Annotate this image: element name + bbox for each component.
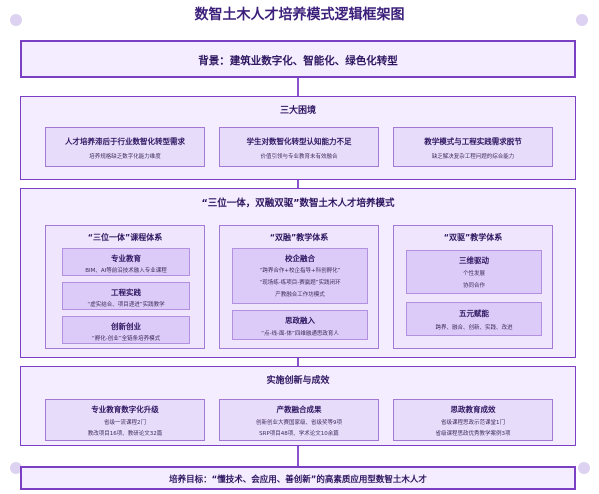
goal-box: 培养目标：“懂技术、会应用、善创新”的高素质应用型数智土木人才 — [20, 466, 576, 490]
sub-card-title: 工程实践 — [111, 288, 141, 297]
model-section: “三位一体，双融双驱”数智土木人才培养模式 “三位一体”课程体系 专业教育 BI… — [20, 188, 576, 358]
column-title: “双驱”教学体系 — [443, 233, 503, 242]
connector-line — [297, 446, 299, 466]
column-title: “双融”教学体系 — [269, 233, 329, 242]
dual-integration-column: “双融”教学体系 校企融合 “跨界合作+校企指导+科创孵化” “现场练-练项目-… — [219, 225, 379, 349]
connector-line — [297, 358, 299, 366]
outcome-line: 省级课程思政优秀教学案例3项 — [435, 431, 511, 437]
sub-card-line: “现场练-练项目-赛赢题”实践闭环 — [259, 280, 341, 286]
outcome-title: 思政教育成效 — [450, 405, 496, 414]
dilemma-title: 教学模式与工程实践需求脱节 — [424, 137, 522, 146]
sub-card: 校企融合 “跨界合作+校企指导+科创孵化” “现场练-练项目-赛赢题”实践闭环 … — [232, 248, 368, 304]
sub-card-title: 专业教育 — [111, 254, 141, 263]
dual-drive-column: “双驱”教学体系 三维驱动 个性发展 协同合作 五元赋能 跨界、融合、创新、实践… — [393, 225, 553, 349]
outcome-line: SRP项目48项、学术论文10余篇 — [259, 431, 339, 437]
dilemma-title: 人才培养滞后于行业数智化转型需求 — [65, 137, 185, 146]
sub-card-line: “点-线-面-体”四维融通思政育人 — [261, 331, 339, 337]
sub-card-line: “孵化-创业”全链条培养模式 — [91, 336, 161, 342]
dilemma-card: 人才培养滞后于行业数智化转型需求 培养规格缺乏数字化能力维度 — [45, 127, 205, 167]
dilemmas-heading: 三大困境 — [279, 106, 316, 116]
background-box: 背景：建筑业数字化、智能化、绿色化转型 — [20, 40, 576, 78]
sub-card-title: 校企融合 — [285, 254, 315, 263]
goal-text: 培养目标：“懂技术、会应用、善创新”的高素质应用型数智土木人才 — [169, 475, 427, 485]
outcome-line: 创新创业大赛国家级、省级奖等9项 — [255, 420, 342, 426]
sub-card-line: “跨界合作+校企指导+科创孵化” — [259, 268, 341, 274]
sub-card: 工程实践 “虚实结合、项目递进”实践教学 — [62, 282, 190, 310]
dilemma-desc: 价值引领与专业教育未有效融合 — [260, 154, 338, 160]
outcome-line: 教改项目16项、教研论文32篇 — [87, 431, 163, 437]
sub-card: 五元赋能 跨界、融合、创新、实践、改进 — [406, 302, 542, 336]
sub-card-line: 产教融合工作坊模式 — [275, 292, 325, 298]
outcome-line: 省级一流课程2门 — [104, 420, 146, 426]
page-title: 数智土木人才培养模式逻辑框架图 — [194, 7, 405, 23]
sub-card: 专业教育 BIM、AI等前沿技术融入专业课程 — [62, 248, 190, 276]
connector-line — [297, 180, 299, 188]
model-heading: “三位一体，双融双驱”数智土木人才培养模式 — [201, 198, 395, 209]
sub-card: 三维驱动 个性发展 协同合作 — [406, 250, 542, 294]
dilemma-desc: 培养规格缺乏数字化能力维度 — [89, 154, 161, 160]
outcome-title: 产教融合成果 — [276, 405, 322, 414]
decor-dot — [576, 14, 588, 26]
dilemma-card: 学生对数智化转型认知能力不足 价值引领与专业教育未有效融合 — [219, 127, 379, 167]
sub-card-line: BIM、AI等前沿技术融入专业课程 — [85, 268, 167, 274]
sub-card-line: 跨界、融合、创新、实践、改进 — [435, 325, 513, 331]
dilemma-desc: 缺乏解决复杂工程问题的综合能力 — [431, 154, 515, 160]
outcome-line: 省级课程思政示范课堂1门 — [440, 420, 505, 426]
sub-card-title: 思政融入 — [285, 316, 315, 325]
outcome-card: 产教融合成果 创新创业大赛国家级、省级奖等9项 SRP项目48项、学术论文10余… — [219, 399, 379, 441]
outcomes-heading: 实施创新与成效 — [266, 376, 330, 386]
connector-line — [297, 78, 299, 96]
decor-dot — [578, 462, 590, 474]
sub-card: 思政融入 “点-线-面-体”四维融通思政育人 — [232, 310, 368, 340]
decor-dot — [10, 14, 22, 26]
background-text: 背景：建筑业数字化、智能化、绿色化转型 — [198, 55, 398, 67]
outcome-title: 专业教育数字化升级 — [91, 405, 159, 414]
sub-card-title: 创新创业 — [111, 322, 141, 331]
outcomes-section: 实施创新与成效 专业教育数字化升级 省级一流课程2门 教改项目16项、教研论文3… — [20, 366, 576, 446]
dilemmas-section: 三大困境 人才培养滞后于行业数智化转型需求 培养规格缺乏数字化能力维度 学生对数… — [20, 96, 576, 180]
sub-card-line: 协同合作 — [462, 283, 485, 289]
outcome-card: 思政教育成效 省级课程思政示范课堂1门 省级课程思政优秀教学案例3项 — [393, 399, 553, 441]
sub-card: 创新创业 “孵化-创业”全链条培养模式 — [62, 316, 190, 344]
sub-card-title: 五元赋能 — [459, 309, 489, 318]
sub-card-line: 个性发展 — [462, 271, 485, 277]
outcome-card: 专业教育数字化升级 省级一流课程2门 教改项目16项、教研论文32篇 — [45, 399, 205, 441]
dilemma-title: 学生对数智化转型认知能力不足 — [246, 137, 352, 146]
decor-dot — [10, 462, 22, 474]
sub-card-line: “虚实结合、项目递进”实践教学 — [87, 302, 165, 308]
dilemma-card: 教学模式与工程实践需求脱节 缺乏解决复杂工程问题的综合能力 — [393, 127, 553, 167]
course-system-column: “三位一体”课程体系 专业教育 BIM、AI等前沿技术融入专业课程 工程实践 “… — [45, 225, 205, 349]
sub-card-title: 三维驱动 — [459, 256, 489, 265]
column-title: “三位一体”课程体系 — [87, 233, 163, 242]
